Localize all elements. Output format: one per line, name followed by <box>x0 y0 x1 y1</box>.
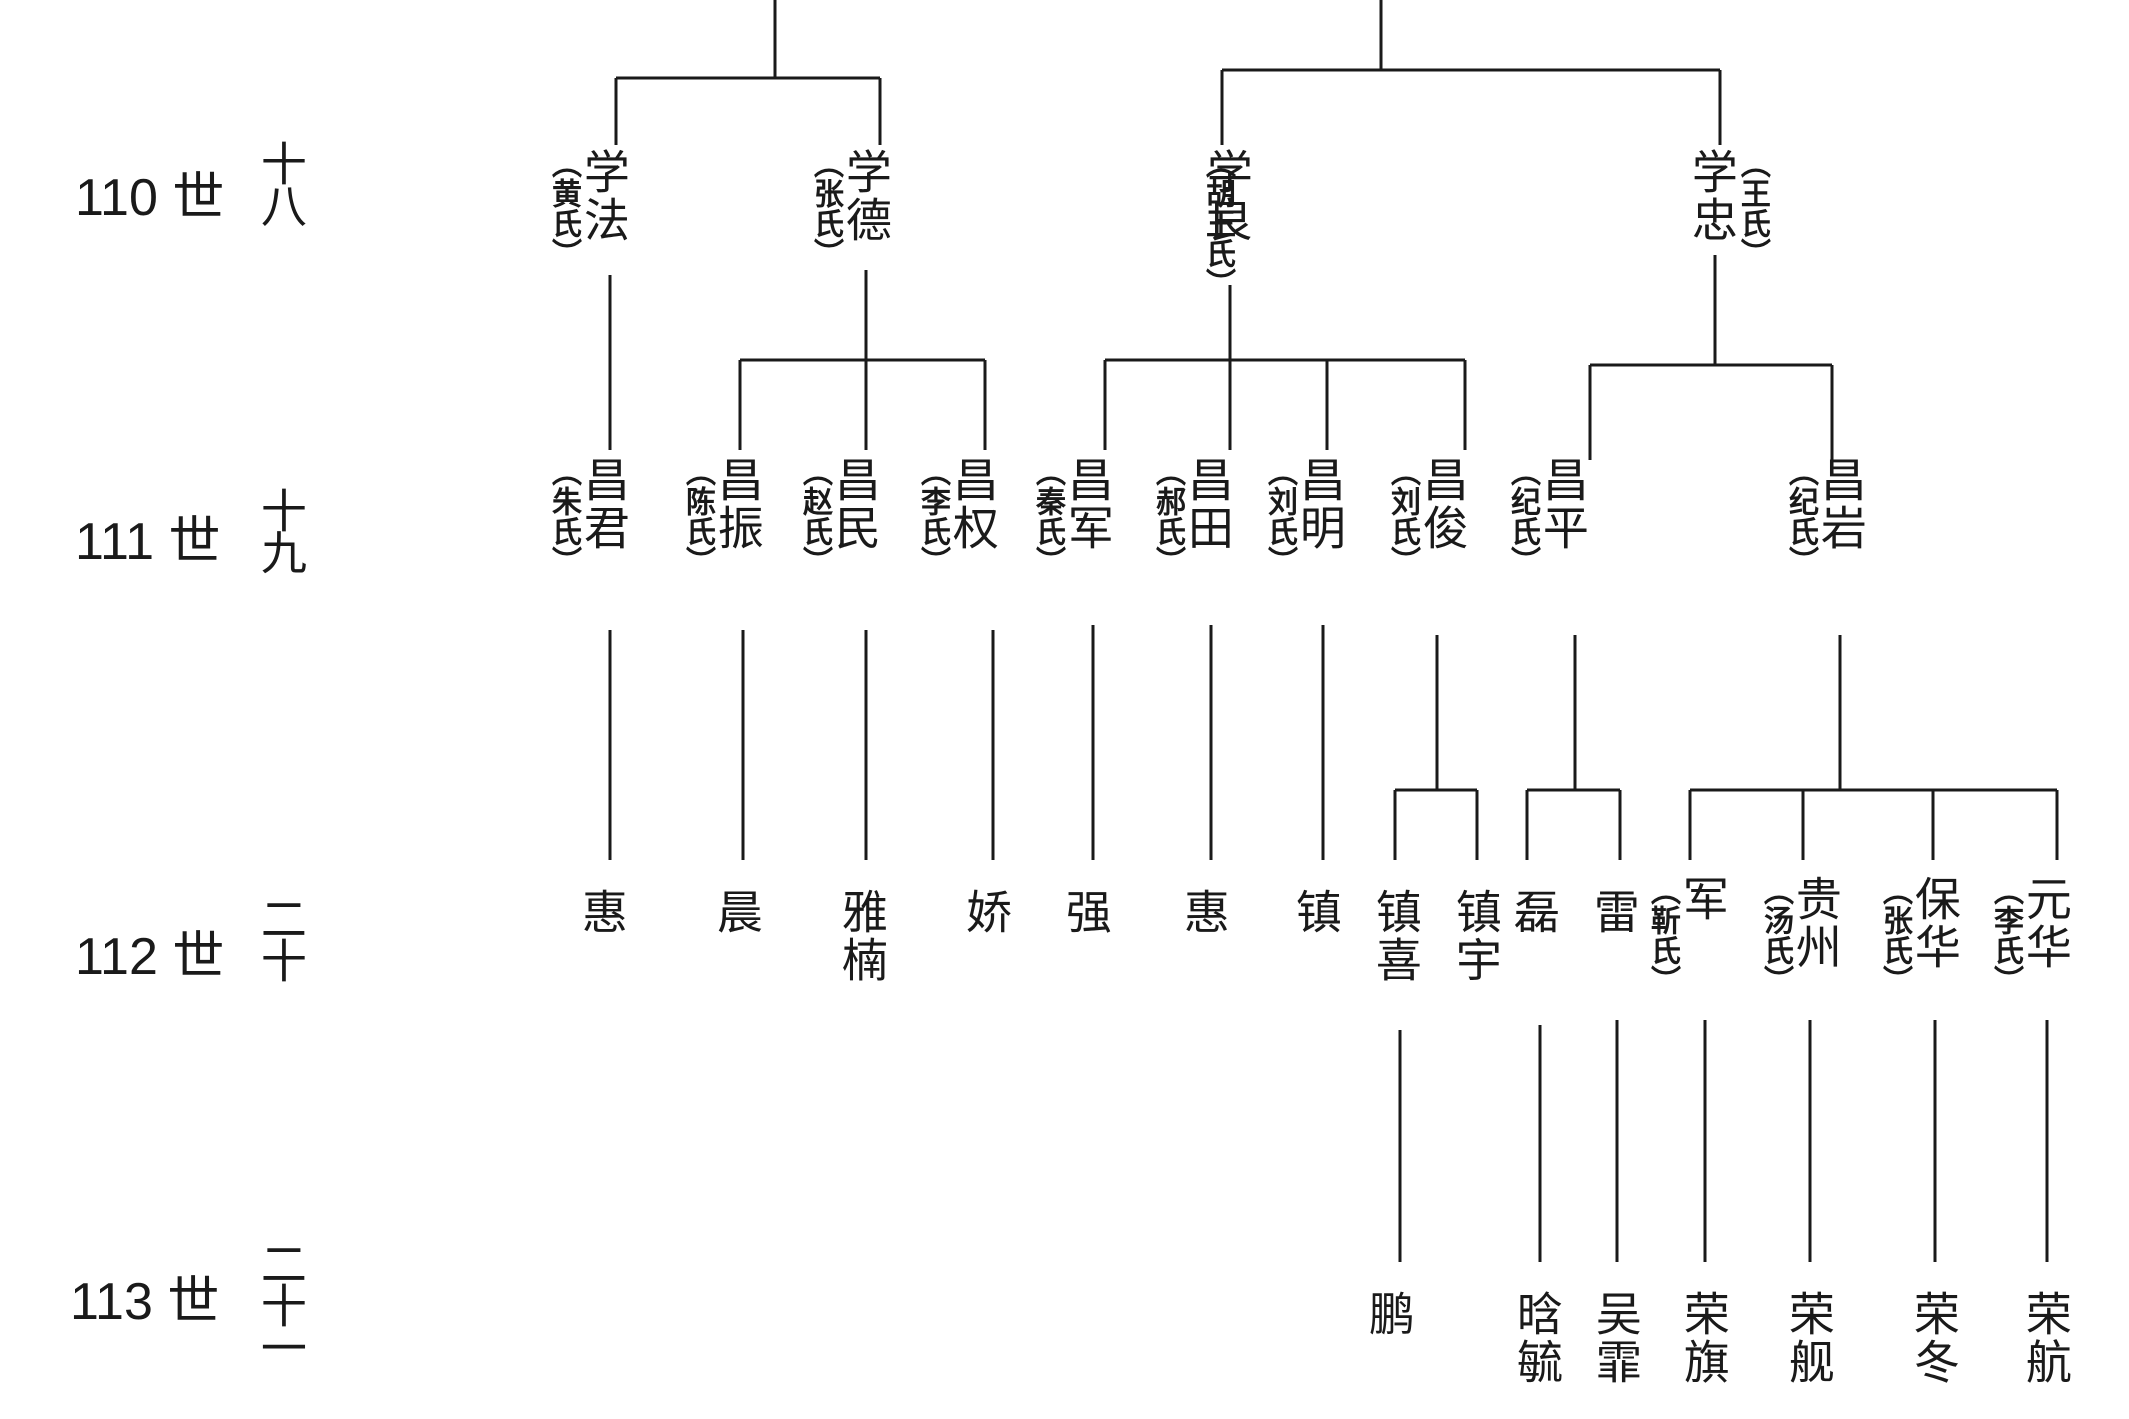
person-rongdong: 荣冬 <box>1906 1290 1961 1386</box>
edge-xueliang <box>1103 285 1467 450</box>
person-wuhao: 吴霏 <box>1588 1290 1643 1386</box>
person-baohua: 保华 （张氏） <box>1877 875 1962 995</box>
gen-ordinal-111: 十九 <box>253 487 308 571</box>
person-name: 昌权 <box>945 456 1000 552</box>
spouse-name: （陈氏） <box>680 456 715 576</box>
person-changquan: 昌权 （李氏） <box>915 456 1000 576</box>
person-ronghang: 荣航 <box>2018 1290 2073 1386</box>
person-name: 昌田 <box>1180 456 1235 552</box>
person-name: 昌明 <box>1292 456 1347 552</box>
edge-changjun3 <box>1393 635 1479 860</box>
edge-changyan <box>1688 635 2059 860</box>
edge-xuezhong <box>1588 255 1834 460</box>
person-changtian: 昌田 （郝氏） <box>1150 456 1235 576</box>
person-hui1: 惠 <box>574 888 629 936</box>
spouse-name: （纪氏） <box>1505 456 1540 576</box>
person-name: 保华 <box>1907 875 1962 971</box>
gen-label-112: 112 世 <box>75 928 225 986</box>
spouse-name: （朱氏） <box>546 456 581 576</box>
edge-top-left <box>614 0 882 145</box>
spouse-name: （李氏） <box>1988 875 2023 995</box>
person-xueliang: （胡王氏） <box>1200 148 1235 298</box>
person-name: 学忠 <box>1684 148 1739 244</box>
person-rongqi: 荣旗 <box>1676 1290 1731 1386</box>
person-name: 元华 <box>2018 875 2073 971</box>
person-xuefa: 学法 （黄氏） <box>546 148 631 268</box>
person-name: 学法 <box>576 148 631 244</box>
person-name: 军 <box>1675 875 1730 923</box>
gen-label-113: 113 世 <box>70 1273 220 1331</box>
gen-ordinal-112: 二十 <box>253 895 308 979</box>
person-xuezhong: 学忠 （王氏） <box>1684 148 1770 268</box>
person-yanan: 雅楠 <box>834 888 889 984</box>
edge-xuede <box>738 270 987 450</box>
person-peng: 鹏 <box>1361 1290 1416 1338</box>
person-name: 昌俊 <box>1415 456 1470 552</box>
person-guizhou: 贵州 （汤氏） <box>1758 875 1843 995</box>
person-rongjian: 荣舰 <box>1781 1290 1836 1386</box>
person-chen: 晨 <box>709 888 764 936</box>
person-name-xueliang: 学良 <box>1199 148 1254 244</box>
person-name: 学德 <box>838 148 893 244</box>
spouse-name: （张氏） <box>1877 875 1912 995</box>
spouse-name: （王氏） <box>1734 148 1770 268</box>
person-name: 昌民 <box>827 456 882 552</box>
person-zhen: 镇 <box>1288 888 1343 936</box>
edge-top-right <box>1220 0 1722 145</box>
person-hanshu: 晗毓 <box>1509 1290 1564 1386</box>
person-lei2: 雷 <box>1586 888 1641 936</box>
spouse-name: （纪氏） <box>1783 456 1818 576</box>
person-qiang: 强 <box>1058 888 1113 936</box>
person-changzhen: 昌振 （陈氏） <box>680 456 765 576</box>
person-changming: 昌明 （刘氏） <box>1262 456 1347 576</box>
spouse-name: （刘氏） <box>1385 456 1420 576</box>
person-changmin: 昌民 （赵氏） <box>797 456 882 576</box>
person-changjun: 昌君 （朱氏） <box>546 456 631 576</box>
person-changping: 昌平 （纪氏） <box>1505 456 1590 576</box>
gen-label-110: 110 世 <box>75 169 225 227</box>
spouse-name: （郝氏） <box>1150 456 1185 576</box>
person-jiao: 娇 <box>958 888 1013 936</box>
person-changyan: 昌岩 （纪氏） <box>1783 456 1868 576</box>
person-xuede: 学德 （张氏） <box>808 148 893 268</box>
spouse-name: （胡王氏） <box>1200 148 1235 298</box>
person-zhenyu: 镇宇 <box>1448 888 1503 984</box>
spouse-name: （汤氏） <box>1758 875 1793 995</box>
gen-ordinal-113: 二十一 <box>253 1240 308 1366</box>
person-name: 昌君 <box>576 456 631 552</box>
person-name: 昌平 <box>1535 456 1590 552</box>
spouse-name: （李氏） <box>915 456 950 576</box>
person-changjun2: 昌军 （秦氏） <box>1030 456 1115 576</box>
person-name: 昌振 <box>710 456 765 552</box>
person-yuanhua: 元华 （李氏） <box>1988 875 2073 995</box>
spouse-name: （黄氏） <box>546 148 581 268</box>
spouse-name: （张氏） <box>808 148 843 268</box>
spouse-name: （赵氏） <box>797 456 832 576</box>
person-jun: 军 （靳氏） <box>1645 875 1730 995</box>
person-hui2: 惠 <box>1176 888 1231 936</box>
spouse-name: （秦氏） <box>1030 456 1065 576</box>
person-changjun3: 昌俊 （刘氏） <box>1385 456 1470 576</box>
person-lei1: 磊 <box>1506 888 1561 936</box>
edge-changping <box>1525 635 1622 860</box>
person-zhenxi: 镇喜 <box>1368 888 1423 984</box>
spouse-name: （靳氏） <box>1645 875 1680 995</box>
person-name: 昌军 <box>1060 456 1115 552</box>
person-name: 昌岩 <box>1813 456 1868 552</box>
gen-label-111: 111 世 <box>75 513 221 571</box>
person-name: 贵州 <box>1788 875 1843 971</box>
spouse-name: （刘氏） <box>1262 456 1297 576</box>
gen-ordinal-110: 十八 <box>253 140 308 224</box>
